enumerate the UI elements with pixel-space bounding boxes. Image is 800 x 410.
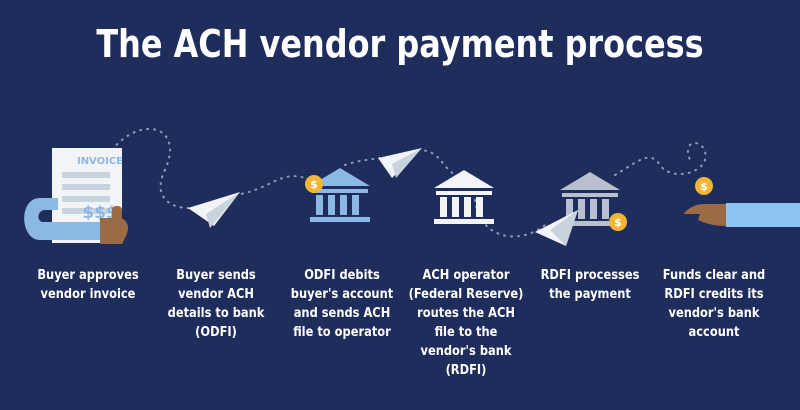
dotted-path xyxy=(474,199,546,238)
invoice-header: INVOICE xyxy=(77,156,123,167)
step-1-label: Buyer approves vendor invoice xyxy=(37,268,139,302)
buyer-hand-icon xyxy=(24,198,128,244)
dotted-path xyxy=(614,142,707,176)
step-4-label: ACH operator (Federal Reserve) routes th… xyxy=(408,268,524,378)
step-6-label: Funds clear and RDFI credits its vendor'… xyxy=(662,268,766,340)
coin-symbol: $ xyxy=(310,178,318,191)
coin-icon: $ xyxy=(695,177,713,195)
coin-symbol: $ xyxy=(700,180,708,193)
diagram-title: The ACH vendor payment process xyxy=(96,22,704,66)
dotted-path xyxy=(234,175,306,196)
paper-plane-icon xyxy=(535,210,578,246)
paper-plane-icon xyxy=(378,148,422,178)
dotted-path xyxy=(111,127,211,210)
rdfi-bank-icon xyxy=(560,172,620,226)
coin-symbol: $ xyxy=(614,216,622,229)
paper-plane-icon xyxy=(188,192,240,228)
step-2-label: Buyer sends vendor ACH details to bank (… xyxy=(167,268,265,340)
coin-icon: $ xyxy=(609,213,627,231)
odfi-bank-icon xyxy=(310,168,370,222)
step-3-label: ODFI debits buyer's account and sends AC… xyxy=(290,268,394,340)
federal-reserve-bank-icon xyxy=(434,170,494,224)
step-5-label: RDFI processes the payment xyxy=(540,268,640,302)
dotted-path xyxy=(344,157,381,166)
coin-icon: $ xyxy=(305,175,323,193)
vendor-hand-icon xyxy=(684,203,800,227)
dotted-path xyxy=(417,149,456,176)
